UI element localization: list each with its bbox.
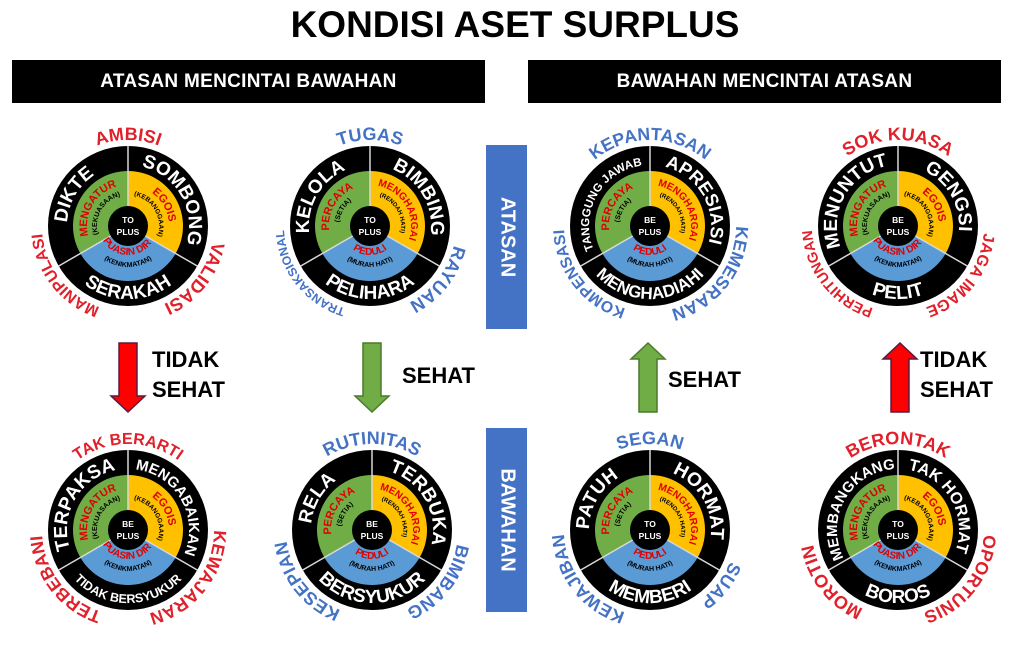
center-label: PLUS <box>887 531 910 541</box>
divider <box>300 235 354 267</box>
divider <box>386 235 440 267</box>
arrow-up-icon <box>629 341 667 413</box>
divider <box>58 235 112 267</box>
center-circle <box>350 206 390 246</box>
center-label: PLUS <box>361 531 384 541</box>
divider <box>388 539 442 571</box>
side-bar-atasan: ATASAN <box>486 145 527 329</box>
note-line: SEHAT <box>402 363 475 388</box>
center-label: BE <box>644 215 656 225</box>
divider <box>144 235 198 267</box>
center-label: PLUS <box>117 531 140 541</box>
divider <box>58 539 112 571</box>
center-label: TO <box>364 215 376 225</box>
arrow-note-2: SEHAT <box>402 361 475 391</box>
note-line: SEHAT <box>668 367 741 392</box>
outer-label-top-text: AMBISI <box>92 124 164 150</box>
note-line: SEHAT <box>152 377 225 402</box>
center-label: TO <box>892 519 904 529</box>
center-circle <box>630 206 670 246</box>
outer-label-top: SEGAN <box>614 428 686 454</box>
center-label: PLUS <box>117 227 140 237</box>
outer-label-top: AMBISI <box>92 124 164 150</box>
wheel-6: BEPLUSRELATERBUKABERSYUKURPERCAYA(SETIA)… <box>271 428 473 625</box>
divider <box>144 539 198 571</box>
center-label: BE <box>892 215 904 225</box>
outer-label-top: TUGAS <box>334 124 405 149</box>
note-line: TIDAK <box>152 347 220 372</box>
center-circle <box>352 510 392 550</box>
outer-label-top-text: TUGAS <box>334 124 405 149</box>
center-circle <box>108 206 148 246</box>
divider <box>828 235 882 267</box>
arrow-note-3: SEHAT <box>668 365 741 395</box>
note-line: SEHAT <box>920 377 993 402</box>
center-label: BE <box>122 519 134 529</box>
outer-label-top-text: SEGAN <box>614 428 686 454</box>
side-bar-bawahan: BAWAHAN <box>486 428 527 612</box>
arrow-note-4: TIDAK SEHAT <box>920 345 993 405</box>
divider <box>666 539 720 571</box>
arrow-up-icon <box>881 341 919 413</box>
divider <box>580 539 634 571</box>
divider <box>302 539 356 571</box>
divider <box>914 539 968 571</box>
center-circle <box>630 510 670 550</box>
arrow-down-icon <box>353 342 391 414</box>
center-label: TO <box>644 519 656 529</box>
divider <box>580 235 634 267</box>
header-left: ATASAN MENCINTAI BAWAHAN <box>12 60 485 103</box>
center-label: PLUS <box>639 531 662 541</box>
divider <box>828 539 882 571</box>
center-label: BE <box>366 519 378 529</box>
center-label: TO <box>122 215 134 225</box>
note-line: TIDAK <box>920 347 988 372</box>
center-circle <box>108 510 148 550</box>
center-circle <box>878 206 918 246</box>
center-label: PLUS <box>887 227 910 237</box>
center-label: PLUS <box>639 227 662 237</box>
center-circle <box>878 510 918 550</box>
arrow-down-icon <box>109 342 147 414</box>
arrow-note-1: TIDAK SEHAT <box>152 345 225 405</box>
divider <box>914 235 968 267</box>
page-title: KONDISI ASET SURPLUS <box>290 4 740 45</box>
center-label: PLUS <box>359 227 382 237</box>
header-right: BAWAHAN MENCINTAI ATASAN <box>528 60 1001 103</box>
divider <box>666 235 720 267</box>
